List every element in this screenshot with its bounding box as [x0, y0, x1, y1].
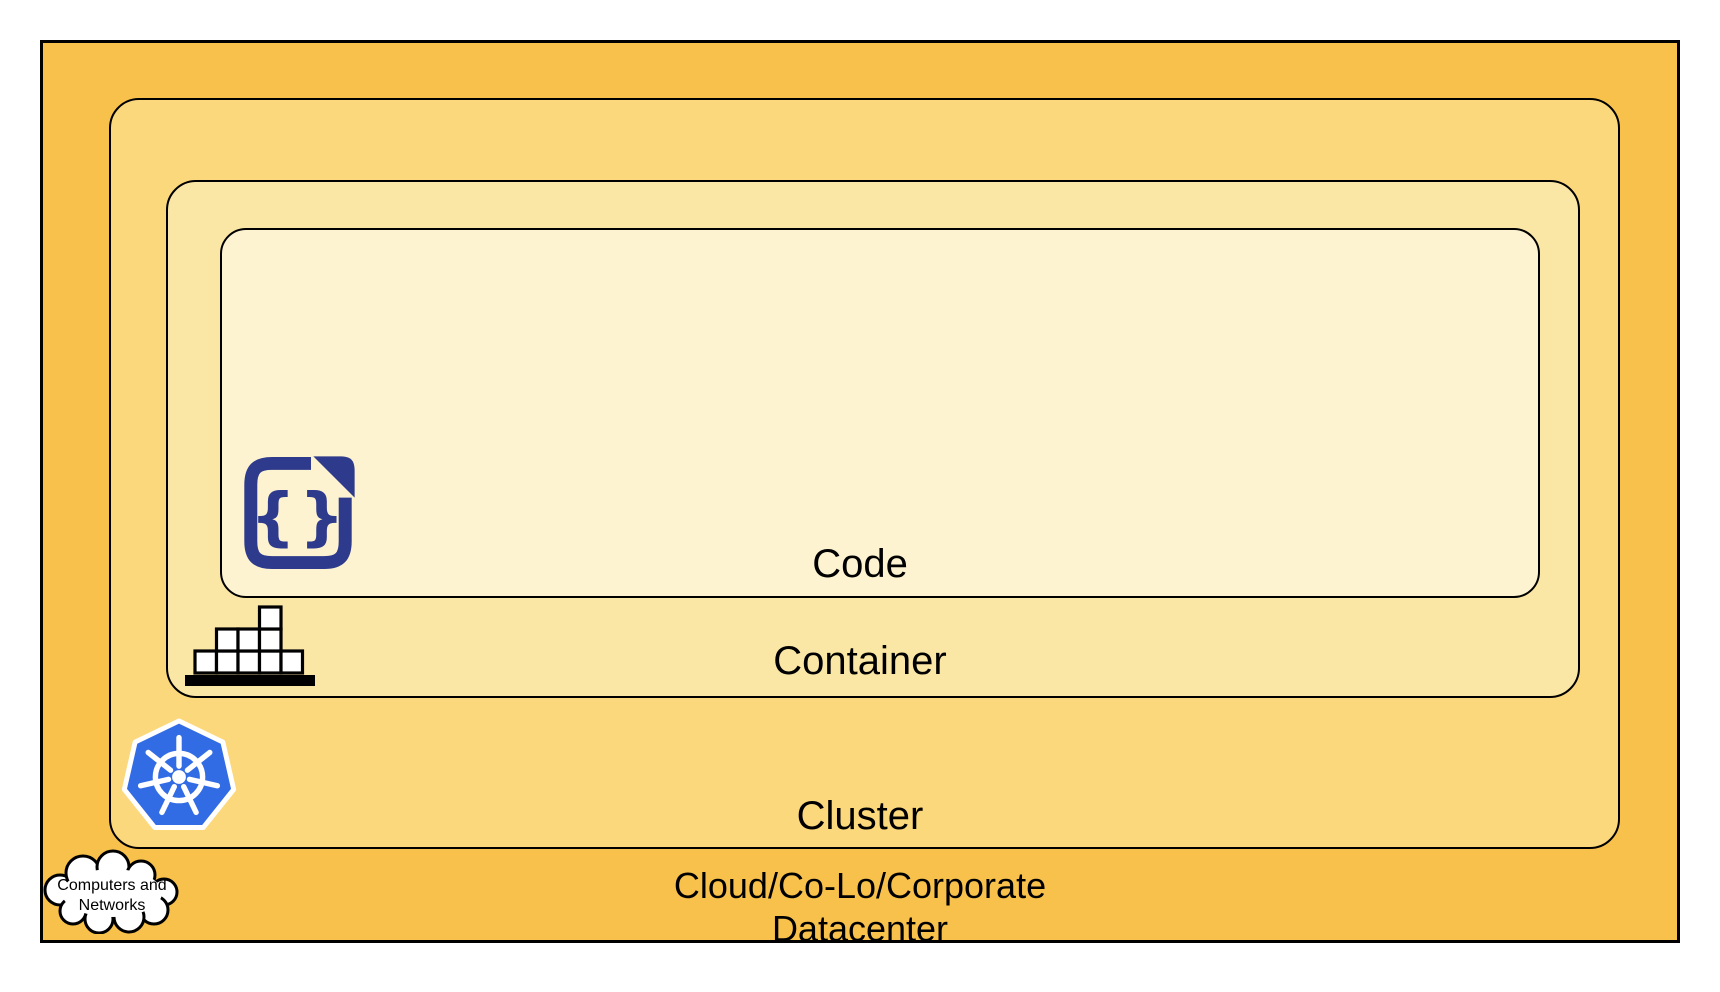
code-file-icon: {}	[239, 453, 357, 573]
cloud-text-line2: Networks	[79, 897, 146, 914]
container-blocks-icon	[183, 604, 317, 688]
layer-box-code	[220, 228, 1540, 598]
label-cluster: Cluster	[796, 794, 924, 838]
label-container: Container	[773, 639, 947, 683]
code-braces-glyph: {}	[250, 480, 348, 554]
cloud-text-line1: Computers and	[57, 877, 166, 894]
label-datacenter: Cloud/Co-Lo/Corporate Datacenter	[0, 864, 1720, 950]
kubernetes-icon	[120, 714, 238, 836]
label-datacenter-line2: Datacenter	[771, 908, 949, 949]
label-datacenter-line1: Cloud/Co-Lo/Corporate	[673, 865, 1047, 906]
cloud-icon: Computers and Networks	[37, 846, 187, 934]
label-code: Code	[812, 542, 908, 586]
